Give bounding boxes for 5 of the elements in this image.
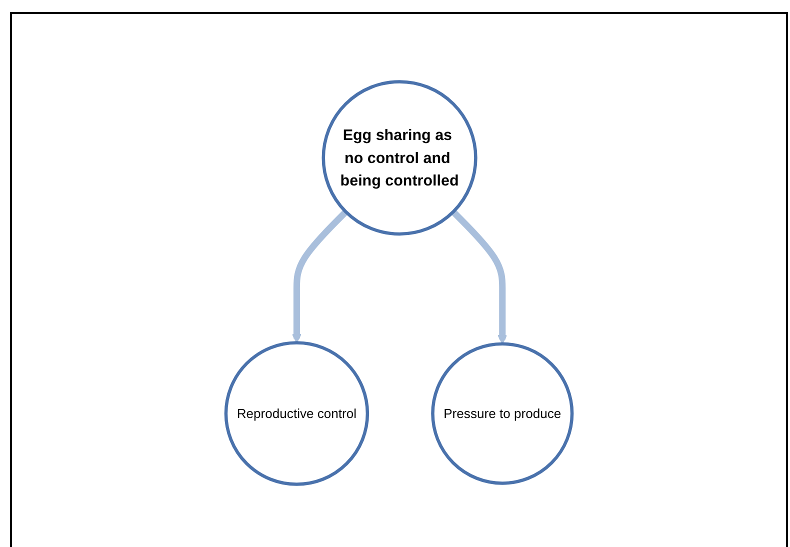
arrow <box>292 210 348 344</box>
node-circle: Egg sharing as no control and being controlled <box>322 80 478 236</box>
arrow <box>450 210 508 344</box>
node-circle: Reproductive control <box>224 341 370 486</box>
node-circle: Pressure to produce <box>431 342 574 485</box>
